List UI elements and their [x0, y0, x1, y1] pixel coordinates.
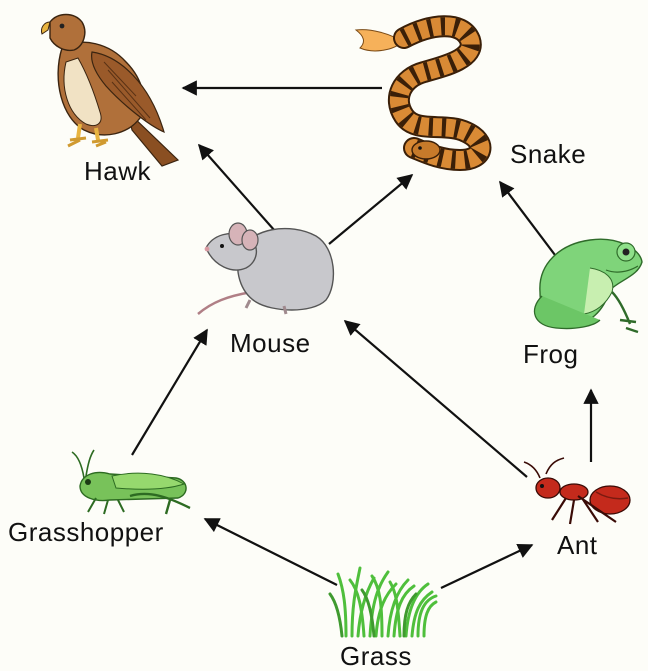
frog-icon	[534, 239, 642, 332]
ant-icon	[524, 458, 630, 524]
ant-label: Ant	[557, 532, 598, 558]
grass-icon	[330, 568, 436, 636]
snake-label: Snake	[510, 141, 586, 167]
hawk-icon	[41, 15, 178, 167]
arrow-frog-to-snake	[500, 182, 555, 255]
arrow-grasshopper-to-mouse	[132, 330, 207, 455]
arrow-ant-to-mouse	[345, 321, 527, 477]
hawk-label: Hawk	[84, 158, 151, 184]
mouse-label: Mouse	[230, 330, 311, 356]
arrow-mouse-to-hawk	[199, 145, 275, 231]
frog-label: Frog	[523, 341, 578, 367]
grasshopper-label: Grasshopper	[8, 519, 164, 545]
arrow-grass-to-ant	[441, 545, 532, 588]
mouse-icon	[198, 223, 333, 314]
arrow-grass-to-grasshopper	[205, 519, 337, 585]
grass-label: Grass	[340, 643, 412, 669]
snake-icon	[356, 26, 480, 160]
arrow-mouse-to-snake	[329, 175, 412, 244]
grasshopper-icon	[72, 450, 190, 514]
